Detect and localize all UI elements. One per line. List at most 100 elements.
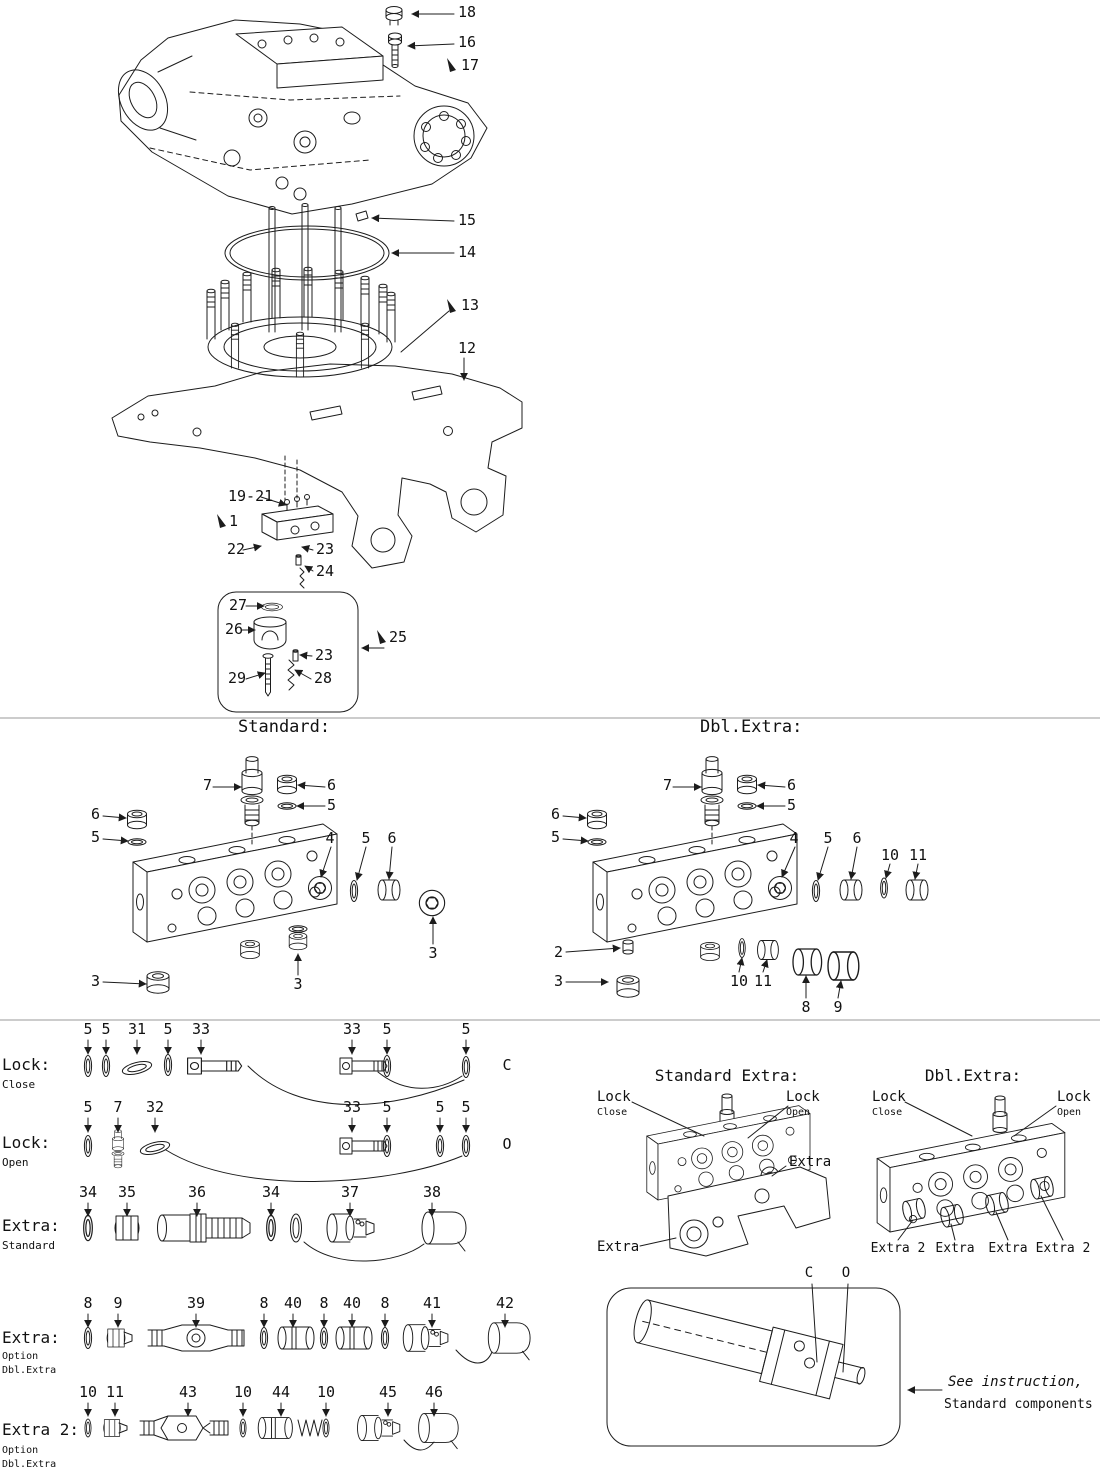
part-callout: 24 xyxy=(316,562,335,580)
leader-line xyxy=(102,813,127,822)
part-callout: 8 xyxy=(319,1294,329,1312)
part-callout: 35 xyxy=(117,1183,137,1201)
leader-line xyxy=(771,1165,787,1177)
part-callout: 40 xyxy=(283,1294,303,1312)
part-callout: 8 xyxy=(380,1294,390,1312)
leader-line xyxy=(842,1283,849,1373)
part-callout: 33 xyxy=(342,1098,362,1116)
leader-line xyxy=(301,545,314,553)
part-callout: 3 xyxy=(293,975,303,993)
leader-line xyxy=(1040,1195,1064,1241)
note-see-instruction: See instruction, xyxy=(948,1374,1083,1390)
note-standard-components: Standard components xyxy=(944,1397,1093,1412)
part-callout: 33 xyxy=(342,1020,362,1038)
part-callout: 3 xyxy=(428,944,438,962)
part-callout: 10 xyxy=(316,1383,336,1401)
leader-line xyxy=(304,565,314,574)
fastener-parts-top xyxy=(355,6,403,222)
part-callout: 10 xyxy=(729,972,749,990)
row-sublabel-dblextra: Dbl.Extra xyxy=(2,1365,57,1376)
part-callout: 6 xyxy=(387,829,397,847)
port-label-lock: Lock xyxy=(872,1089,906,1105)
part-callout: 5 xyxy=(382,1098,392,1116)
row-extra2-parts xyxy=(84,1413,459,1451)
part-callout: 45 xyxy=(378,1383,398,1401)
part-callout: 31 xyxy=(127,1020,147,1038)
row-extra-standard-parts xyxy=(83,1211,467,1262)
port-letter-o: O xyxy=(841,1265,851,1281)
port-label-extra: Extra xyxy=(789,1154,832,1170)
port-label-extra2: Extra 2 xyxy=(1035,1241,1091,1256)
part-callout: 19-21 xyxy=(228,487,274,505)
part-callout: 4 xyxy=(789,829,799,847)
oring-14 xyxy=(224,225,390,281)
part-callout: 28 xyxy=(314,669,333,687)
part-callout: 5 xyxy=(83,1098,93,1116)
port-label-lock: Lock xyxy=(1057,1089,1091,1105)
leader-lines xyxy=(84,10,1064,1417)
part-callout: 34 xyxy=(261,1183,281,1201)
part-callout: 38 xyxy=(422,1183,442,1201)
part-callout: 23 xyxy=(315,646,334,664)
leader-line xyxy=(565,944,621,953)
part-callout: 8 xyxy=(801,998,811,1016)
part-callout: 3 xyxy=(554,972,564,990)
port-label-close: Close xyxy=(872,1107,903,1118)
valve-block-22 xyxy=(261,494,334,589)
part-callout: 11 xyxy=(753,972,773,990)
part-callout: 5 xyxy=(327,796,337,814)
leader-line xyxy=(781,846,796,878)
manifold-dbl-extra xyxy=(587,756,929,998)
part-callout: 26 xyxy=(225,620,244,638)
part-callout: 2 xyxy=(554,943,564,961)
part-callout: 43 xyxy=(178,1383,198,1401)
row-lock-close-parts xyxy=(83,1054,471,1105)
part-callout: 34 xyxy=(78,1183,98,1201)
row-sublabel-option2: Option xyxy=(2,1445,39,1456)
part-callout: C xyxy=(502,1056,512,1074)
leader-line xyxy=(884,863,892,879)
pointer-pins xyxy=(217,58,456,644)
leader-line xyxy=(407,41,455,50)
part-callout: 36 xyxy=(187,1183,207,1201)
part-callout: 6 xyxy=(852,829,862,847)
part-callout: 9 xyxy=(833,998,843,1016)
part-callout: 6 xyxy=(91,805,101,823)
row-sublabel-standard: Standard xyxy=(2,1239,55,1252)
port-label-open: Open xyxy=(1057,1107,1082,1118)
part-callout: 9 xyxy=(113,1294,123,1312)
part-callout: 29 xyxy=(228,669,247,687)
port-label-lock: Lock xyxy=(597,1089,631,1105)
part-callout: 22 xyxy=(227,540,246,558)
leader-line xyxy=(260,496,287,507)
leader-line xyxy=(299,651,313,660)
part-callout: 39 xyxy=(186,1294,206,1312)
part-callout: 17 xyxy=(461,56,480,74)
part-callout: 5 xyxy=(361,829,371,847)
port-label-lock: Lock xyxy=(786,1089,820,1105)
section-heading-standard: Standard: xyxy=(238,717,331,737)
leader-line xyxy=(912,863,921,880)
part-callout: 8 xyxy=(259,1294,269,1312)
leader-line xyxy=(811,1283,818,1363)
part-callout: 6 xyxy=(551,805,561,823)
leader-line xyxy=(1013,1105,1057,1137)
divider-lines xyxy=(0,717,1100,1021)
instruction-box xyxy=(606,1287,901,1447)
section-heading-standard-extra: Standard Extra: xyxy=(654,1066,800,1085)
part-callout: 12 xyxy=(458,339,477,357)
part-callout: 18 xyxy=(458,3,477,21)
section-heading-dbl-extra: Dbl.Extra: xyxy=(700,717,803,737)
part-callout: 6 xyxy=(787,776,797,794)
leader-line xyxy=(904,1101,973,1137)
leader-line xyxy=(297,781,326,790)
leader-line xyxy=(736,957,745,973)
row-sublabel-close: Close xyxy=(2,1078,36,1091)
leader-line xyxy=(995,1211,1009,1241)
part-callout: 10 xyxy=(78,1383,98,1401)
row-label-extra-option: Extra: xyxy=(2,1328,60,1347)
part-callout: 5 xyxy=(101,1020,111,1038)
port-label-extra: Extra xyxy=(988,1241,1028,1256)
part-callout: 7 xyxy=(113,1098,123,1116)
